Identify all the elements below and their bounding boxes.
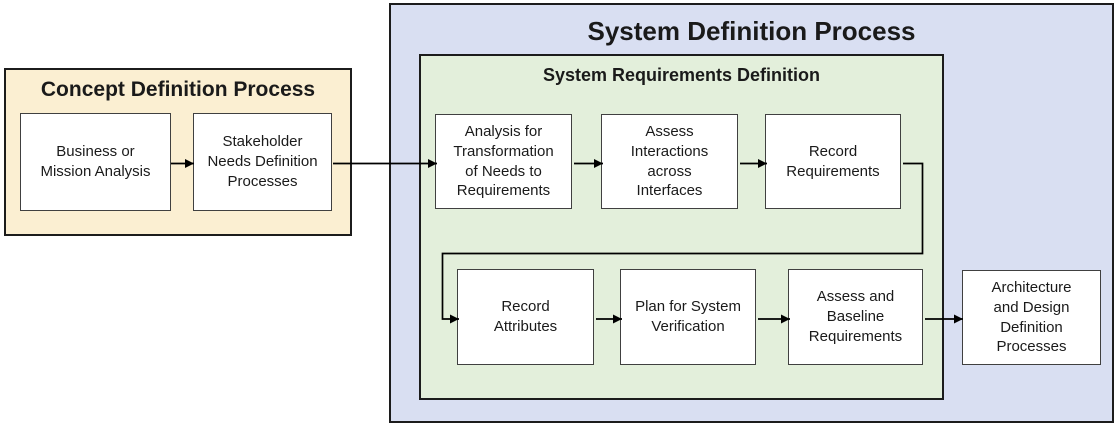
system-requirements-definition-container: System Requirements Definition Analysis … (419, 54, 944, 400)
process-box-business-or-mission-analysis: Business or Mission Analysis (20, 113, 171, 211)
process-box-record-requirements: Record Requirements (765, 114, 901, 209)
process-box-stakeholder-needs-definition: Stakeholder Needs Definition Processes (193, 113, 332, 211)
concept-definition-process-title: Concept Definition Process (40, 78, 316, 101)
process-box-assess-interactions-across-interfaces: Assess Interactions across Interfaces (601, 114, 738, 209)
process-box-plan-for-system-verification: Plan for System Verification (620, 269, 756, 365)
process-box-analysis-for-transformation: Analysis for Transformation of Needs to … (435, 114, 572, 209)
system-requirements-definition-title: System Requirements Definition (542, 65, 821, 85)
system-definition-process-title: System Definition Process (587, 16, 916, 46)
process-box-architecture-and-design-definition: Architecture and Design Definition Proce… (962, 270, 1101, 365)
system-definition-process-container: System Definition Process System Require… (389, 3, 1114, 423)
process-box-assess-and-baseline-requirements: Assess and Baseline Requirements (788, 269, 923, 365)
process-box-record-attributes: Record Attributes (457, 269, 594, 365)
concept-definition-process-container: Concept Definition Process Business or M… (4, 68, 352, 236)
